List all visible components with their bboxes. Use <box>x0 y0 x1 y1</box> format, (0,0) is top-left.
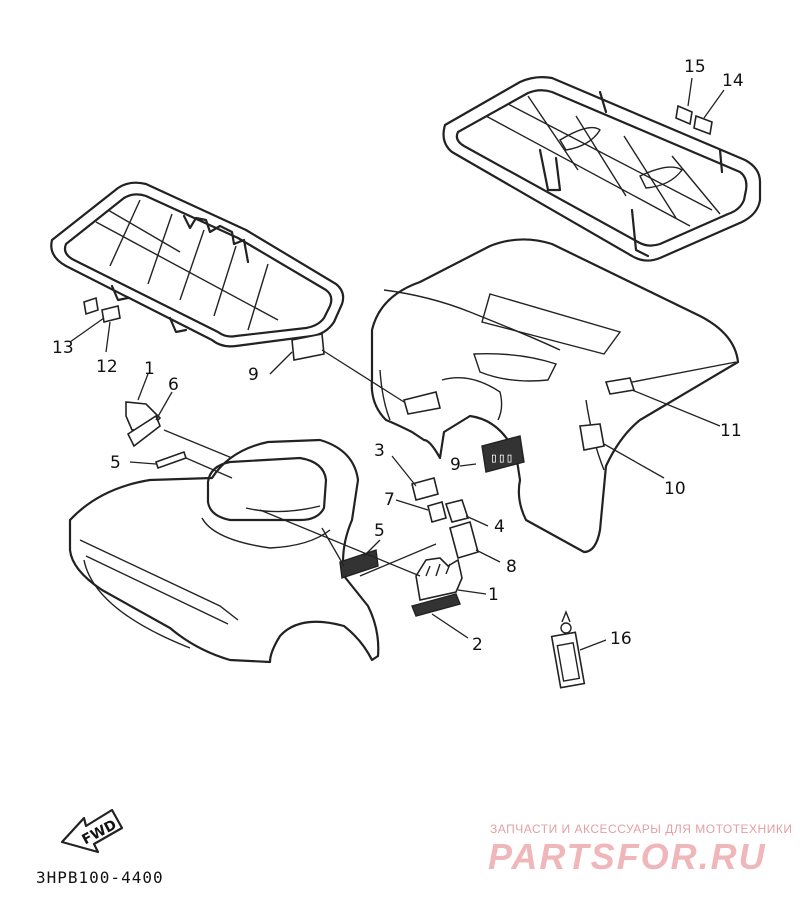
watermark-tagline: ЗАПЧАСТИ И АКСЕССУАРЫ ДЛЯ МОТОТЕХНИКИ <box>490 822 793 836</box>
diagram-code: 3HPB100-4400 <box>36 868 164 887</box>
callout-4: 4 <box>494 517 505 537</box>
callout-5-left: 5 <box>110 453 121 473</box>
decal-9-top <box>291 333 325 361</box>
decal-1-right <box>415 557 463 601</box>
decal-5-right <box>339 549 379 579</box>
decal-16-tag <box>550 631 586 689</box>
callout-15: 15 <box>684 57 706 77</box>
decal-9-fender-top <box>403 391 441 415</box>
callout-9-plate: 9 <box>450 455 461 475</box>
plate-glyphs: ▯▯▯ <box>490 451 513 466</box>
callouts: 13 12 15 14 9 1 6 5 11 10 9 3 7 4 8 5 1 … <box>52 57 744 655</box>
decal-14 <box>693 114 713 136</box>
front-carrier <box>50 181 345 348</box>
callout-11: 11 <box>720 421 742 441</box>
decal-15 <box>675 104 693 126</box>
decal-12 <box>101 305 121 323</box>
fwd-arrow: FWD <box>60 808 124 854</box>
decal-2 <box>411 593 461 617</box>
decals: ▯▯▯ <box>83 104 713 689</box>
callout-3: 3 <box>374 441 385 461</box>
callout-12: 12 <box>96 357 118 377</box>
callout-10: 10 <box>664 479 686 499</box>
callout-1-left: 1 <box>144 359 155 379</box>
callout-7: 7 <box>384 490 395 510</box>
callout-16: 16 <box>610 629 632 649</box>
decal-9-number-plate <box>481 435 525 473</box>
rear-carrier <box>442 76 762 262</box>
decal-10 <box>579 423 605 451</box>
callout-6: 6 <box>168 375 179 395</box>
decal-6 <box>126 414 161 448</box>
callout-14: 14 <box>722 71 744 91</box>
decal-4 <box>444 499 470 523</box>
callout-2: 2 <box>472 635 483 655</box>
decal-8 <box>449 520 479 560</box>
leader-lines <box>69 77 725 651</box>
decal-3 <box>411 477 439 501</box>
decal-7 <box>427 501 447 523</box>
decal-5-left <box>154 450 188 470</box>
callout-13: 13 <box>52 338 74 358</box>
callout-8: 8 <box>506 557 517 577</box>
watermark-brand: PARTSFOR.RU <box>488 836 767 877</box>
callout-5-right: 5 <box>374 521 385 541</box>
decal-11 <box>604 377 636 395</box>
callout-1-right: 1 <box>488 585 499 605</box>
front-fender <box>68 438 380 664</box>
callout-9-top: 9 <box>248 365 259 385</box>
decal-13 <box>83 296 99 316</box>
rear-fender <box>370 238 740 554</box>
